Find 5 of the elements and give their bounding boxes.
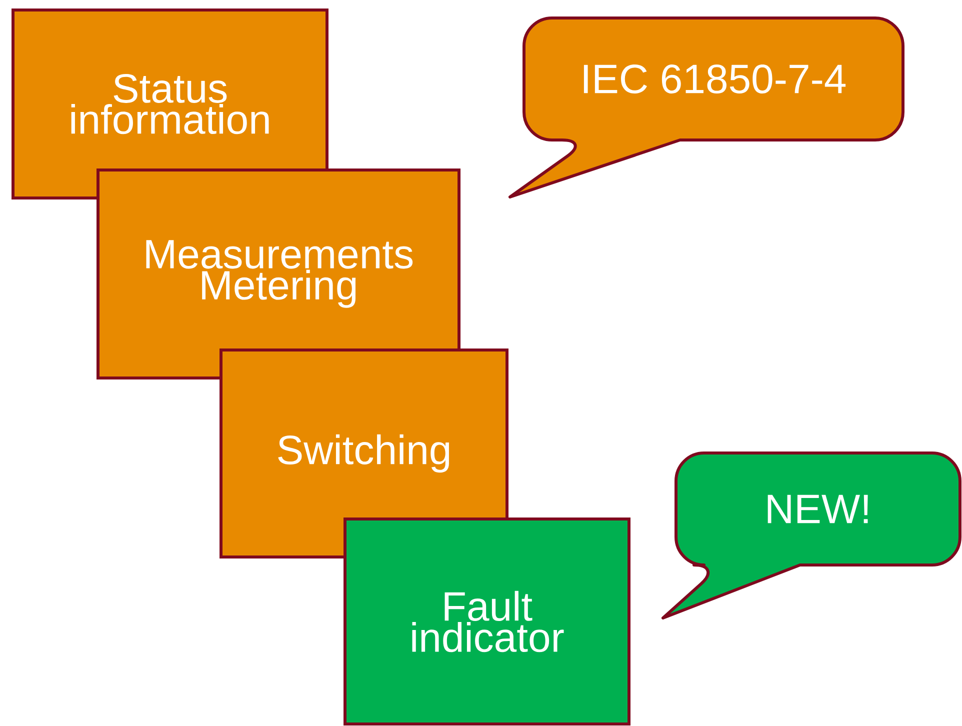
speech-bubble: IEC 61850-7-4 (508, 16, 904, 198)
process-box: Fault indicator (344, 518, 630, 726)
speech-bubble: NEW! (662, 452, 962, 620)
process-box: Switching (220, 348, 508, 558)
process-box: Measurements Metering (96, 168, 460, 380)
